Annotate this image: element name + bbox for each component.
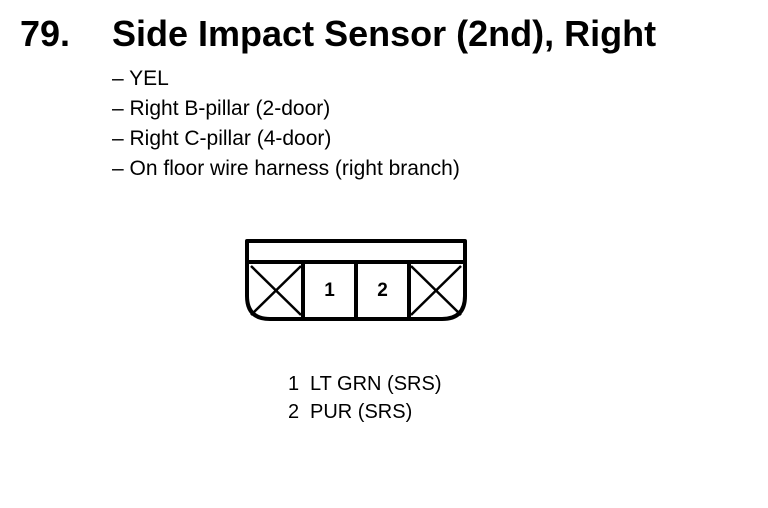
empty-cavity-right: [410, 265, 462, 316]
title-number: 79.: [20, 13, 71, 54]
connector-face-diagram: 1 2: [245, 239, 467, 321]
pin-row: 2 PUR (SRS): [288, 398, 442, 426]
cavity-label-1: 1: [324, 280, 335, 301]
pin-legend: 1 LT GRN (SRS) 2 PUR (SRS): [288, 370, 442, 426]
page-title: Side Impact Sensor (2nd), Right: [112, 13, 657, 54]
empty-cavity-left: [250, 265, 302, 316]
pin-wire: LT GRN (SRS): [310, 373, 442, 395]
connector-details: – YEL – Right B-pillar (2-door) – Right …: [112, 64, 460, 184]
cavity-label-2: 2: [377, 280, 388, 301]
connector-color: – YEL: [112, 67, 169, 90]
location-4-door: – Right C-pillar (4-door): [112, 127, 332, 150]
location-2-door: – Right B-pillar (2-door): [112, 97, 331, 120]
pin-number: 1: [288, 373, 300, 395]
pin-number: 2: [288, 401, 300, 423]
harness-location: – On floor wire harness (right branch): [112, 157, 460, 180]
pin-row: 1 LT GRN (SRS): [288, 370, 442, 398]
pin-wire: PUR (SRS): [310, 401, 413, 423]
